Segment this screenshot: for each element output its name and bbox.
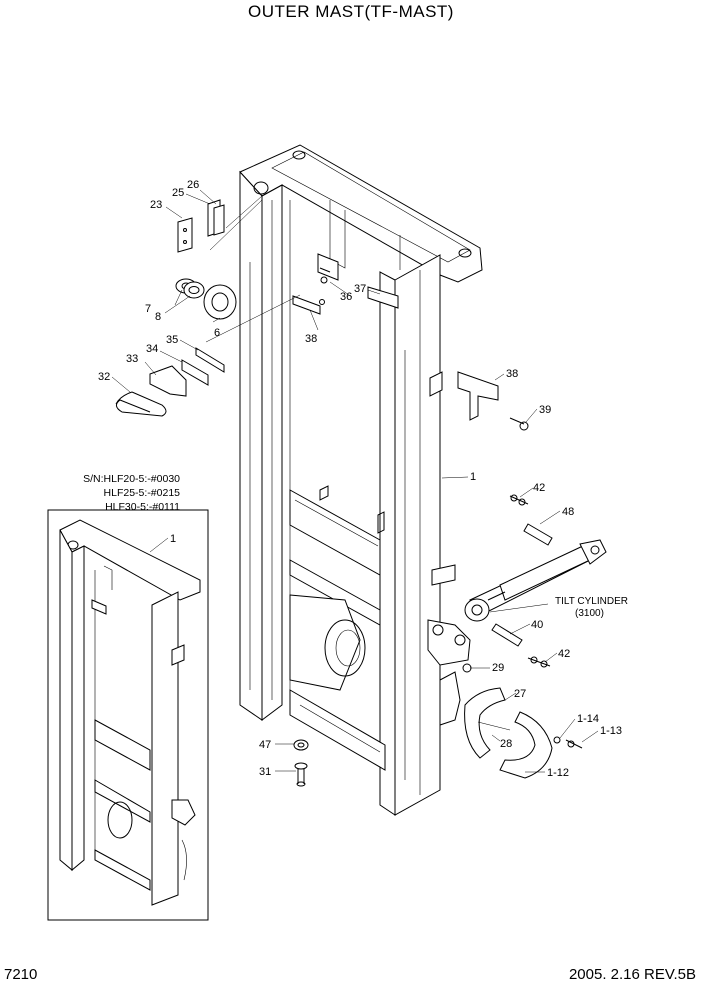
callout-28: 28	[500, 738, 512, 750]
callout-39: 39	[539, 404, 551, 416]
page-title: OUTER MAST(TF-MAST)	[248, 2, 454, 21]
callout-27: 27	[514, 688, 526, 700]
callout-1-12: 1-12	[547, 767, 569, 779]
tilt-cylinder	[464, 494, 607, 668]
callout-25: 25	[172, 187, 184, 199]
callout-38-right: 38	[506, 368, 518, 380]
callout-29: 29	[492, 662, 504, 674]
serial-number-note: S/N:HLF20-5:-#0030 HLF25-5:-#0215 HLF30-…	[40, 472, 180, 514]
page-code: 7210	[4, 966, 38, 983]
tilt-cylinder-label: TILT CYLINDER	[555, 596, 628, 607]
outer-mast-assembly	[239, 144, 483, 816]
callout-1-13: 1-13	[600, 725, 622, 737]
tilt-cylinder-ref: (3100)	[575, 608, 604, 619]
callout-33: 33	[126, 353, 138, 365]
callout-40: 40	[531, 619, 543, 631]
callout-23: 23	[150, 199, 162, 211]
callout-42-lower: 42	[558, 648, 570, 660]
leader-lines	[111, 189, 599, 773]
serial-line-3: HLF30-5:-#0111	[105, 501, 180, 513]
upper-left-parts	[115, 199, 237, 417]
inset-variant-box	[47, 509, 209, 921]
serial-line-2: HLF25-5:-#0215	[103, 487, 180, 499]
callout-1: 1	[470, 471, 476, 483]
callout-31: 31	[259, 766, 271, 778]
bottom-parts	[293, 663, 583, 787]
callout-36: 36	[340, 291, 352, 303]
revision-date: 2005. 2.16 REV.5B	[568, 966, 696, 983]
callout-42-upper: 42	[533, 482, 545, 494]
callout-7: 7	[145, 303, 151, 315]
callout-6: 6	[214, 327, 220, 339]
callout-8: 8	[155, 311, 161, 323]
callout-34: 34	[146, 343, 158, 355]
callout-47: 47	[259, 739, 271, 751]
callout-1-14: 1-14	[577, 713, 599, 725]
callout-26: 26	[187, 179, 199, 191]
callout-35: 35	[166, 334, 178, 346]
callouts: 1 1 6 7 8 23 25 26 27 28 29 31 32 33 34 …	[98, 179, 628, 779]
callout-38-left: 38	[305, 333, 317, 345]
callout-32: 32	[98, 371, 110, 383]
callout-37: 37	[354, 283, 366, 295]
right-brackets	[319, 267, 529, 431]
callout-1-inset: 1	[170, 533, 176, 545]
serial-line-1: S/N:HLF20-5:-#0030	[83, 473, 180, 485]
callout-48: 48	[562, 506, 574, 518]
